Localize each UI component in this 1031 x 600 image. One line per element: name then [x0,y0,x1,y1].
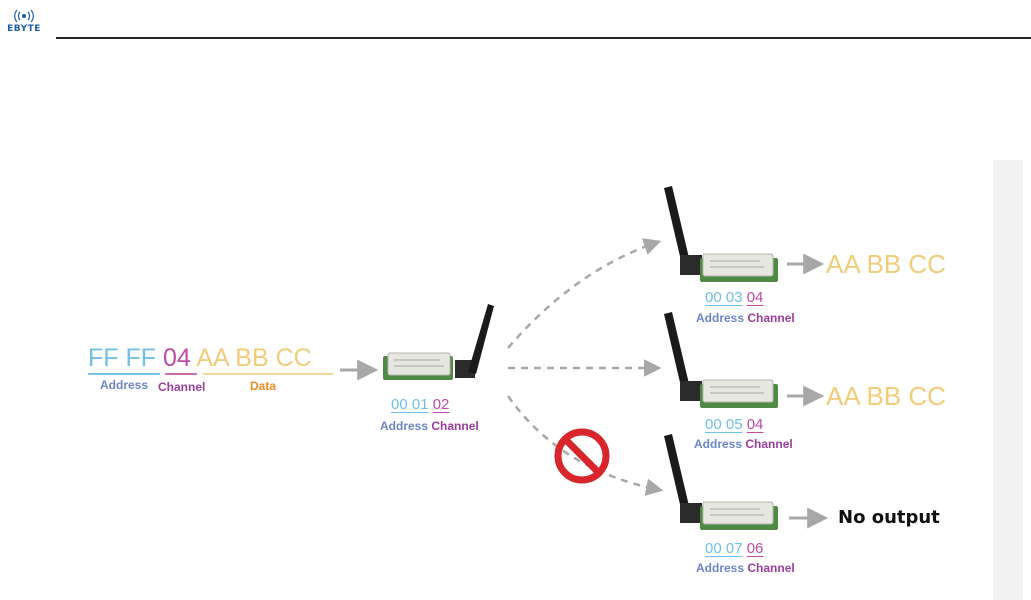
receiver-2-address-label: Address [694,437,742,451]
receiver-1-channel: 04 [747,289,764,306]
transmitter-address-label: Address [380,419,428,433]
transmitter-module-icon [383,304,494,380]
receiver-3-labels: Address Channel [696,561,795,575]
receiver-2-output: AA BB CC [826,381,946,411]
sender-packet: FF FF 04 AA BB CC [88,344,312,372]
receiver-2-channel: 04 [747,416,764,433]
receiver-1-address: 00 03 [705,289,743,306]
transmitter-channel: 02 [433,396,450,413]
receiver-2-labels: Address Channel [694,437,793,451]
sender-address-label: Address [100,378,148,392]
transmitter-id: 00 01 02 [391,396,449,414]
receiver-2-channel-label: Channel [745,437,792,451]
receiver-module-2-icon [664,312,778,408]
receiver-1-id: 00 03 04 [705,289,763,307]
receiver-3-output: No output [838,507,940,528]
receiver-2-address: 00 05 [705,416,743,433]
receiver-1-channel-label: Channel [747,311,794,325]
receiver-1-address-label: Address [696,311,744,325]
address-underline [88,373,160,375]
blocked-icon [558,432,606,480]
transmitter-labels: Address Channel [380,419,479,433]
receiver-3-id: 00 07 06 [705,540,763,558]
sender-data-hex: AA BB CC [196,344,311,372]
sender-channel-label: Channel [158,380,205,394]
transmitter-address: 00 01 [391,396,429,413]
receiver-3-channel-label: Channel [747,561,794,575]
channel-underline [165,373,197,375]
sender-address-hex: FF FF [88,344,156,372]
link-to-receiver-1 [508,242,658,348]
sender-data-label: Data [250,379,276,393]
receiver-2-id: 00 05 04 [705,416,763,434]
receiver-3-channel: 06 [747,540,764,557]
receiver-1-output: AA BB CC [826,249,946,279]
receiver-1-labels: Address Channel [696,311,795,325]
receiver-module-1-icon [664,186,778,282]
receiver-3-address: 00 07 [705,540,743,557]
link-to-receiver-3 [508,396,660,490]
sender-channel-hex: 04 [163,344,191,372]
data-underline [203,373,333,375]
receiver-3-address-label: Address [696,561,744,575]
transmitter-channel-label: Channel [431,419,478,433]
